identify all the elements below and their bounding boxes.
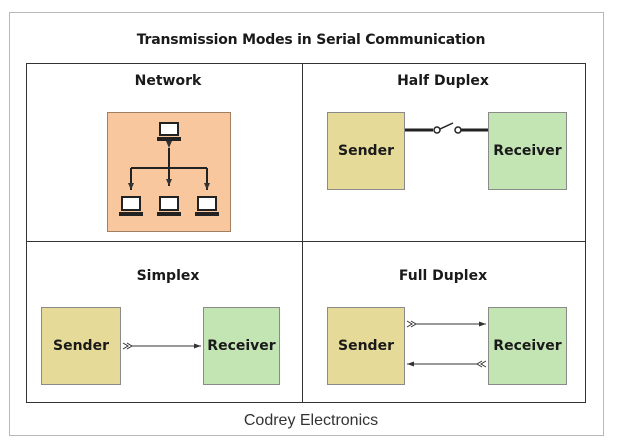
outer-frame xyxy=(9,12,604,436)
simplex-sender-label: Sender xyxy=(53,338,109,354)
full-duplex-sender-label: Sender xyxy=(338,338,394,354)
full-duplex-receiver-label: Receiver xyxy=(493,338,562,354)
grid-horizontal-divider xyxy=(26,241,586,242)
top-computer-icon xyxy=(157,122,181,141)
half-duplex-sender-label: Sender xyxy=(338,143,394,159)
full-duplex-forward-arrow xyxy=(406,320,486,328)
full-duplex-sender-box: Sender xyxy=(327,307,405,385)
bottom-center-computer-icon xyxy=(157,196,181,216)
half-duplex-receiver-box: Receiver xyxy=(488,112,567,190)
half-duplex-sender-box: Sender xyxy=(327,112,405,190)
simplex-arrow xyxy=(122,342,201,350)
simplex-receiver-label: Receiver xyxy=(207,338,276,354)
full-duplex-label: Full Duplex xyxy=(398,268,488,284)
diagram-title: Transmission Modes in Serial Communicati… xyxy=(136,32,486,48)
quadrant-grid xyxy=(26,63,586,403)
network-topology xyxy=(119,122,219,216)
simplex-label: Simplex xyxy=(136,268,200,284)
grid-vertical-divider xyxy=(302,63,303,403)
simplex-sender-box: Sender xyxy=(41,307,121,385)
network-label: Network xyxy=(134,73,202,89)
half-duplex-receiver-label: Receiver xyxy=(493,143,562,159)
half-duplex-label: Half Duplex xyxy=(397,73,489,89)
footer-credit: Codrey Electronics xyxy=(243,412,379,429)
full-duplex-return-arrow xyxy=(407,360,487,368)
bottom-left-computer-icon xyxy=(119,196,143,216)
full-duplex-receiver-box: Receiver xyxy=(488,307,567,385)
half-duplex-switch-icon xyxy=(405,122,488,134)
simplex-receiver-box: Receiver xyxy=(203,307,280,385)
bottom-right-computer-icon xyxy=(195,196,219,216)
